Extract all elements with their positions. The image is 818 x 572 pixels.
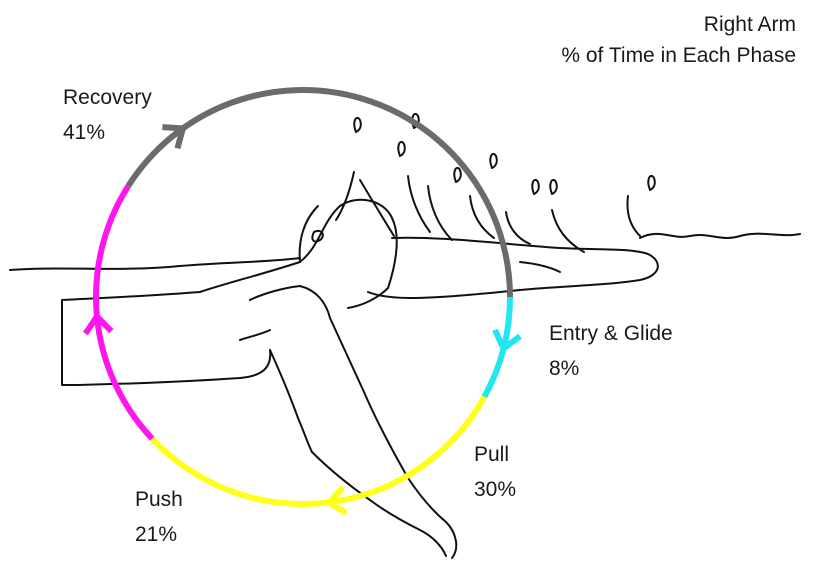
phase-label-recovery: Recovery 41%: [63, 80, 152, 150]
phase-name: Push: [135, 482, 183, 517]
diagram-subtitle: % of Time in Each Phase: [561, 44, 796, 68]
swimmer-extended-arm: [368, 238, 658, 298]
phase-name: Pull: [474, 437, 516, 472]
phase-label-pull: Pull 30%: [474, 437, 516, 507]
phase-percent: 8%: [549, 351, 673, 386]
water-wave: [640, 234, 800, 238]
phase-name: Recovery: [63, 80, 152, 115]
phase-label-entry-glide: Entry & Glide 8%: [549, 316, 673, 386]
phase-arc-pull: [152, 397, 484, 504]
phase-name: Entry & Glide: [549, 316, 673, 351]
phase-percent: 30%: [474, 472, 516, 507]
swimmer-leg: [62, 300, 270, 385]
phase-percent: 21%: [135, 517, 183, 552]
diagram-title: Right Arm: [704, 13, 796, 37]
phase-cycle: [85, 90, 520, 513]
water-line: [10, 258, 300, 270]
phase-percent: 41%: [63, 115, 152, 150]
phase-arc-push: [96, 186, 152, 439]
phase-label-push: Push 21%: [135, 482, 183, 552]
splash-drops: [336, 114, 655, 252]
swimmer-lower-arm: [250, 286, 456, 558]
